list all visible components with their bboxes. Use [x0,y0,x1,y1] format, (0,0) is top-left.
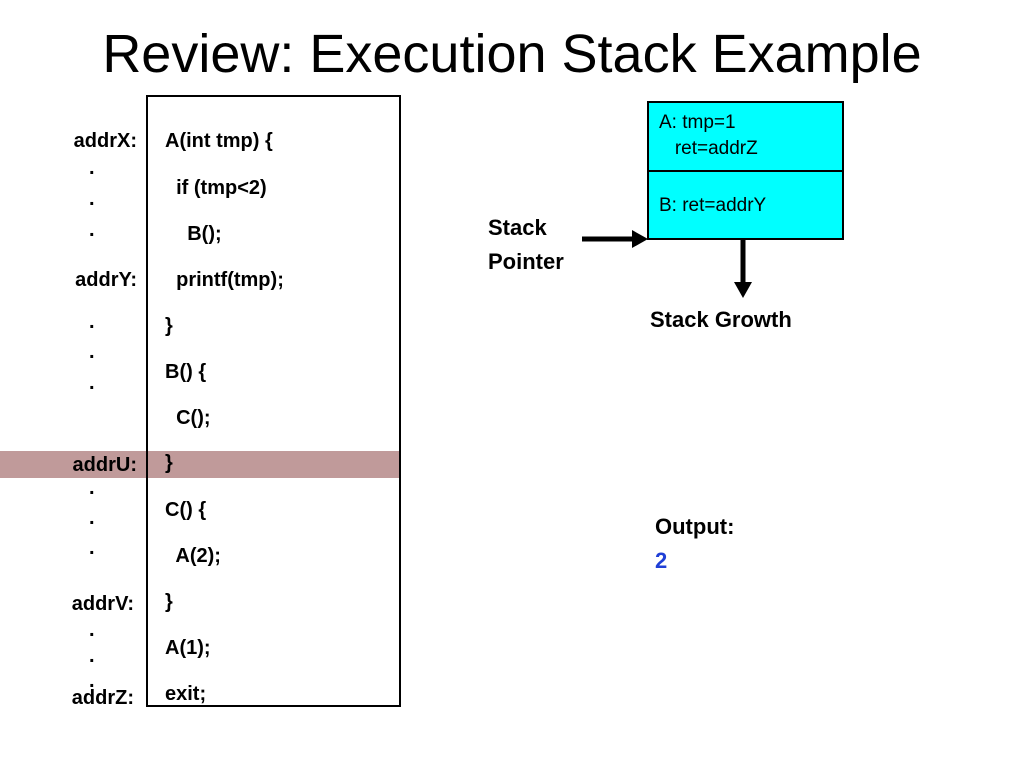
ellipsis-dot: . [89,619,95,641]
ellipsis-dot: . [89,645,95,667]
output-label: Output: [655,514,735,539]
stack-frame-a: A: tmp=1 ret=addrZ [647,101,844,172]
ellipsis-dot: . [89,311,95,333]
stack-frame-b-line-1: B: ret=addrY [659,195,767,216]
address-label-addrz: addrZ: [71,687,134,709]
code-line-12: A(1); [165,637,211,659]
current-line-highlight [0,451,401,478]
ellipsis-dot: . [89,157,95,179]
stack-growth-arrow [734,240,752,298]
ellipsis-dot: . [89,537,95,559]
code-line-5: } [165,315,173,337]
stack-frame-b: B: ret=addrY [647,170,844,240]
ellipsis-dot: . [89,341,95,363]
ellipsis-dot: . [89,372,95,394]
output-value: 2 [655,548,668,573]
code-box [146,95,401,707]
ellipsis-dot: . [89,188,95,210]
code-line-1: A(int tmp) { [165,130,273,152]
address-label-addrx: addrX: [73,130,137,152]
code-line-6: B() { [165,361,207,383]
code-line-9: C() { [165,499,207,521]
code-line-11: } [165,591,173,613]
code-line-2: if (tmp<2) [165,177,267,199]
code-line-7: C(); [165,407,211,429]
page-title: Review: Execution Stack Example [102,24,922,84]
stack-frame-a-line-2: ret=addrZ [659,138,758,159]
address-label-addru: addrU: [72,454,137,476]
code-line-13: exit; [165,683,207,705]
address-label-addry: addrY: [75,269,137,291]
stack-frame-a-line-1: A: tmp=1 [659,112,736,133]
stack-pointer-label-line-2: Pointer [488,249,564,274]
ellipsis-dot: . [89,670,95,692]
code-line-3: B(); [165,223,222,245]
address-label-addrv: addrV: [71,593,134,615]
stack-pointer-arrow [582,230,648,248]
stack-pointer-label-line-1: Stack [488,215,547,240]
ellipsis-dot: . [89,219,95,241]
ellipsis-dot: . [89,507,95,529]
code-line-4: printf(tmp); [165,269,284,291]
ellipsis-dot: . [89,477,95,499]
code-line-10: A(2); [165,545,221,567]
stack-growth-label: Stack Growth [650,307,792,332]
code-line-8: } [165,452,173,474]
